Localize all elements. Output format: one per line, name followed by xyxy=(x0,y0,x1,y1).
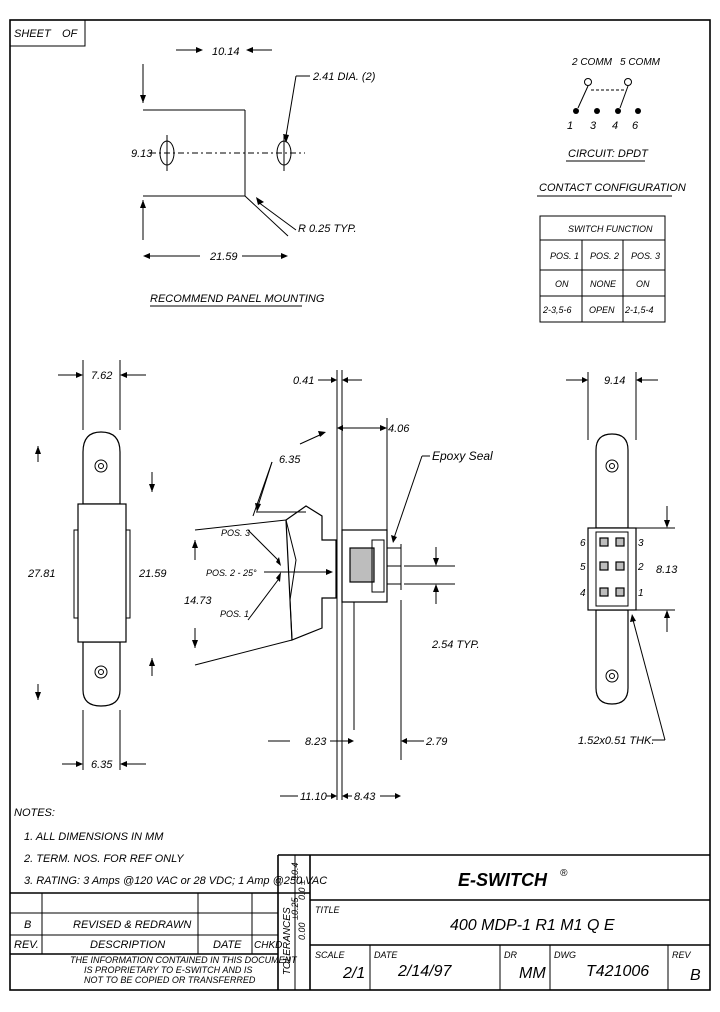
panel-dim-width: 10.14 xyxy=(212,46,240,58)
logo-mark: ® xyxy=(560,868,568,879)
rear-pin-5: 5 xyxy=(580,562,586,573)
front-view: 7.62 27.81 21.59 6.35 xyxy=(27,360,167,771)
panel-dim-height: 9.13 xyxy=(131,148,153,160)
side-dim-d: 8.43 xyxy=(354,791,376,803)
cell-r1-c1: ON xyxy=(555,279,569,289)
scale-value: 2/1 xyxy=(342,965,365,982)
col-pos1: POS. 1 xyxy=(550,251,579,261)
date-header: DATE xyxy=(213,939,242,951)
panel-caption: RECOMMEND PANEL MOUNTING xyxy=(150,293,325,305)
notes: NOTES: 1. ALL DIMENSIONS IN MM 2. TERM. … xyxy=(14,807,327,887)
dr-label: DR xyxy=(504,950,517,960)
note-3: 3. RATING: 3 Amps @120 VAC or 28 VDC; 1 … xyxy=(24,875,327,887)
cell-r2-c1: 2-3,5-6 xyxy=(542,305,572,315)
side-dim-height: 14.73 xyxy=(184,595,212,607)
tol-value-2: 0.00 xyxy=(297,922,307,940)
panel-mounting-view: 10.14 2.41 DIA. (2) 9.13 R 0.25 TYP. 21.… xyxy=(131,46,376,307)
dr-value: MM xyxy=(519,965,546,982)
panel-dim-hole: 2.41 DIA. (2) xyxy=(312,71,376,83)
rear-dim-height: 8.13 xyxy=(656,564,678,576)
side-view: 0.41 4.06 Epoxy Seal 6.35 xyxy=(184,370,493,803)
side-epoxy-label: Epoxy Seal xyxy=(432,449,493,463)
rev-row-desc: REVISED & REDRAWN xyxy=(73,919,191,931)
rear-pin-3: 3 xyxy=(638,538,644,549)
side-dim-c: 11.10 xyxy=(300,791,328,803)
cell-r1-c2: NONE xyxy=(590,279,617,289)
rear-pin-2: 2 xyxy=(637,562,644,573)
date-label: DATE xyxy=(374,950,398,960)
side-dim-b: 2.79 xyxy=(425,736,447,748)
cell-r1-c3: ON xyxy=(636,279,650,289)
switch-function-table: SWITCH FUNCTION POS. 1 POS. 2 POS. 3 ON … xyxy=(539,215,666,323)
side-dim-angle-len: 6.35 xyxy=(279,454,301,466)
dwg-label: DWG xyxy=(554,950,576,960)
front-dim-inner: 21.59 xyxy=(138,568,167,580)
rev-value: B xyxy=(690,967,701,984)
note-1: 1. ALL DIMENSIONS IN MM xyxy=(24,831,164,843)
panel-dim-radius: R 0.25 TYP. xyxy=(298,223,357,235)
legal-line-1: THE INFORMATION CONTAINED IN THIS DOCUME… xyxy=(70,955,298,965)
front-dim-width: 7.62 xyxy=(91,370,112,382)
notes-title: NOTES: xyxy=(14,807,55,819)
tol-value-3: ±0.4 xyxy=(290,863,300,880)
cell-r2-c2: OPEN xyxy=(589,305,615,315)
side-dim-body: 4.06 xyxy=(388,423,410,435)
contact-config-caption: CONTACT CONFIGURATION xyxy=(539,182,686,194)
scale-label: SCALE xyxy=(315,950,346,960)
drawing-title: 400 MDP-1 R1 M1 Q E xyxy=(450,917,615,934)
sheet-border xyxy=(9,19,711,991)
chkd-header: CHKD xyxy=(254,940,282,951)
side-dim-top: 0.41 xyxy=(293,375,314,387)
cell-r2-c3: 2-1,5-4 xyxy=(624,305,654,315)
rear-dim-width: 9.14 xyxy=(604,375,625,387)
side-dim-pitch: 2.54 TYP. xyxy=(431,639,480,651)
rev-row-rev: B xyxy=(24,919,31,931)
rear-pin-4: 4 xyxy=(580,588,586,599)
circuit-caption: CIRCUIT: DPDT xyxy=(568,148,649,160)
col-pos2: POS. 2 xyxy=(590,251,619,261)
col-pos3: POS. 3 xyxy=(631,251,660,261)
side-dim-a: 8.23 xyxy=(305,736,327,748)
rear-view: 9.14 6 5 4 3 2 1 8.13 1.52x0 xyxy=(566,372,678,747)
side-pos2: POS. 2 - 25° xyxy=(206,568,257,578)
side-pos3: POS. 3 xyxy=(221,528,250,538)
tolerances-label: TOLERANCES xyxy=(282,907,293,975)
pin-label-1: 1 xyxy=(567,120,573,132)
note-2: 2. TERM. NOS. FOR REF ONLY xyxy=(23,853,184,865)
description-header: DESCRIPTION xyxy=(90,939,165,951)
front-dim-bottom: 6.35 xyxy=(91,759,113,771)
sheet-text: SHEET xyxy=(14,28,52,40)
dwg-number: T421006 xyxy=(586,963,649,980)
logo-text: E-SWITCH xyxy=(458,870,548,890)
rear-dim-thk: 1.52x0.51 THK. xyxy=(578,735,654,747)
rev-header: REV. xyxy=(14,939,39,951)
pin-label-4: 4 xyxy=(612,120,618,132)
rear-pin-1: 1 xyxy=(638,588,644,599)
front-dim-total: 27.81 xyxy=(27,568,56,580)
pin-label-3: 3 xyxy=(590,120,597,132)
title-block: B REVISED & REDRAWN REV. DESCRIPTION DAT… xyxy=(10,854,710,990)
legal-line-2: IS PROPRIETARY TO E-SWITCH AND IS xyxy=(84,965,252,975)
tol-value-4: ±0.25 xyxy=(290,897,300,920)
comm-label-5: 5 COMM xyxy=(620,57,661,68)
side-pos1: POS. 1 xyxy=(220,609,249,619)
comm-label-2: 2 COMM xyxy=(571,57,613,68)
switch-function-header: SWITCH FUNCTION xyxy=(568,224,653,234)
pin-label-6: 6 xyxy=(632,120,639,132)
title-label: TITLE xyxy=(315,905,341,915)
sheet-label: SHEET OF xyxy=(9,19,86,47)
legal-line-3: NOT TO BE COPIED OR TRANSFERRED xyxy=(84,975,256,985)
circuit-diagram: 2 COMM 5 COMM 1 3 4 6 CIRCUIT: DPDT CONT… xyxy=(537,57,686,197)
tol-value-1: 0.0 ± xyxy=(297,880,307,900)
of-text: OF xyxy=(62,28,79,40)
rev-label: REV xyxy=(672,950,692,960)
rear-pin-6: 6 xyxy=(580,538,586,549)
panel-dim-length: 21.59 xyxy=(209,251,238,263)
date-value: 2/14/97 xyxy=(397,963,452,980)
